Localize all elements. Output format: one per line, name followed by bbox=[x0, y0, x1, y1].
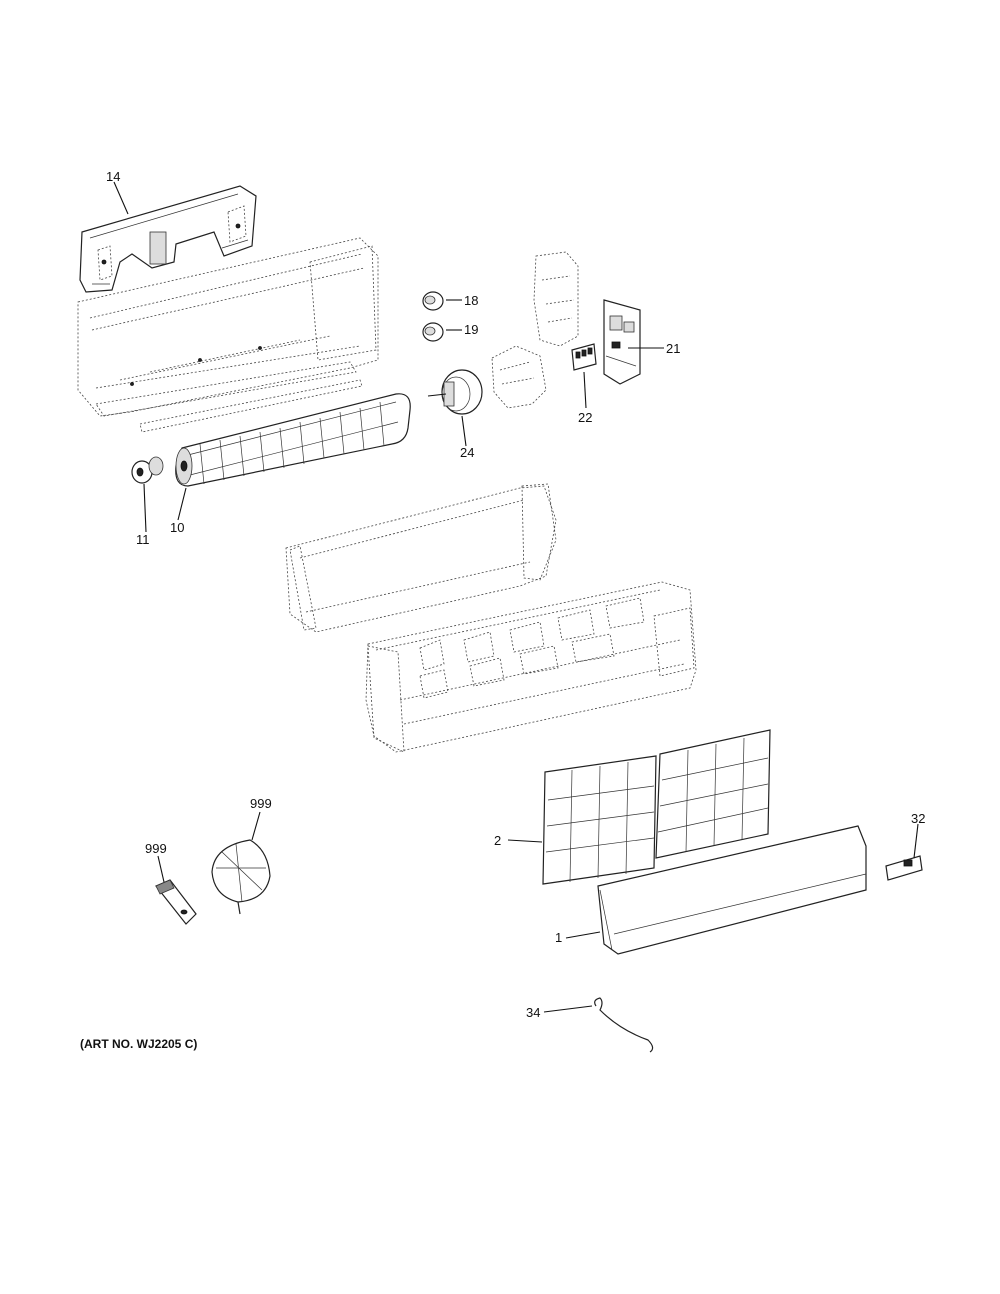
front-housing-cabinet bbox=[365, 581, 697, 753]
callout-22: 22 bbox=[578, 410, 592, 425]
callout-2: 2 bbox=[494, 833, 501, 848]
art-number: (ART NO. WJ2205 C) bbox=[80, 1037, 197, 1051]
remote-control-999 bbox=[155, 879, 197, 925]
callout-34: 34 bbox=[526, 1005, 540, 1020]
callout-999-remote: 999 bbox=[145, 841, 167, 856]
part-19 bbox=[422, 322, 444, 342]
part-14-mounting-plate bbox=[79, 185, 257, 293]
part-11-bearing bbox=[131, 456, 164, 484]
callout-24: 24 bbox=[460, 445, 474, 460]
evaporator-coil bbox=[285, 483, 557, 633]
callout-labels: 14 18 19 21 22 24 11 10 999 999 2 32 1 3… bbox=[106, 169, 925, 1020]
part-22-terminal-block bbox=[571, 343, 597, 371]
callout-1: 1 bbox=[555, 930, 562, 945]
cable-bundle-999 bbox=[211, 839, 271, 915]
callout-21: 21 bbox=[666, 341, 680, 356]
part-32-display bbox=[885, 855, 923, 881]
control-box-bracket bbox=[491, 251, 579, 409]
callout-11: 11 bbox=[136, 532, 150, 547]
callout-10: 10 bbox=[170, 520, 184, 535]
part-2-air-filters bbox=[542, 729, 771, 885]
callout-999-cable: 999 bbox=[250, 796, 272, 811]
callout-19: 19 bbox=[464, 322, 478, 337]
chassis-base bbox=[77, 237, 379, 433]
part-34-wire bbox=[594, 997, 654, 1053]
part-18 bbox=[422, 291, 444, 311]
leader-lines bbox=[113, 181, 919, 1013]
part-1-front-panel bbox=[597, 825, 867, 955]
callout-14: 14 bbox=[106, 169, 120, 184]
part-24-fan-motor bbox=[427, 369, 483, 415]
part-10-blower-wheel bbox=[175, 393, 411, 487]
part-21-control-board bbox=[603, 299, 641, 385]
callout-18: 18 bbox=[464, 293, 478, 308]
callout-32: 32 bbox=[911, 811, 925, 826]
